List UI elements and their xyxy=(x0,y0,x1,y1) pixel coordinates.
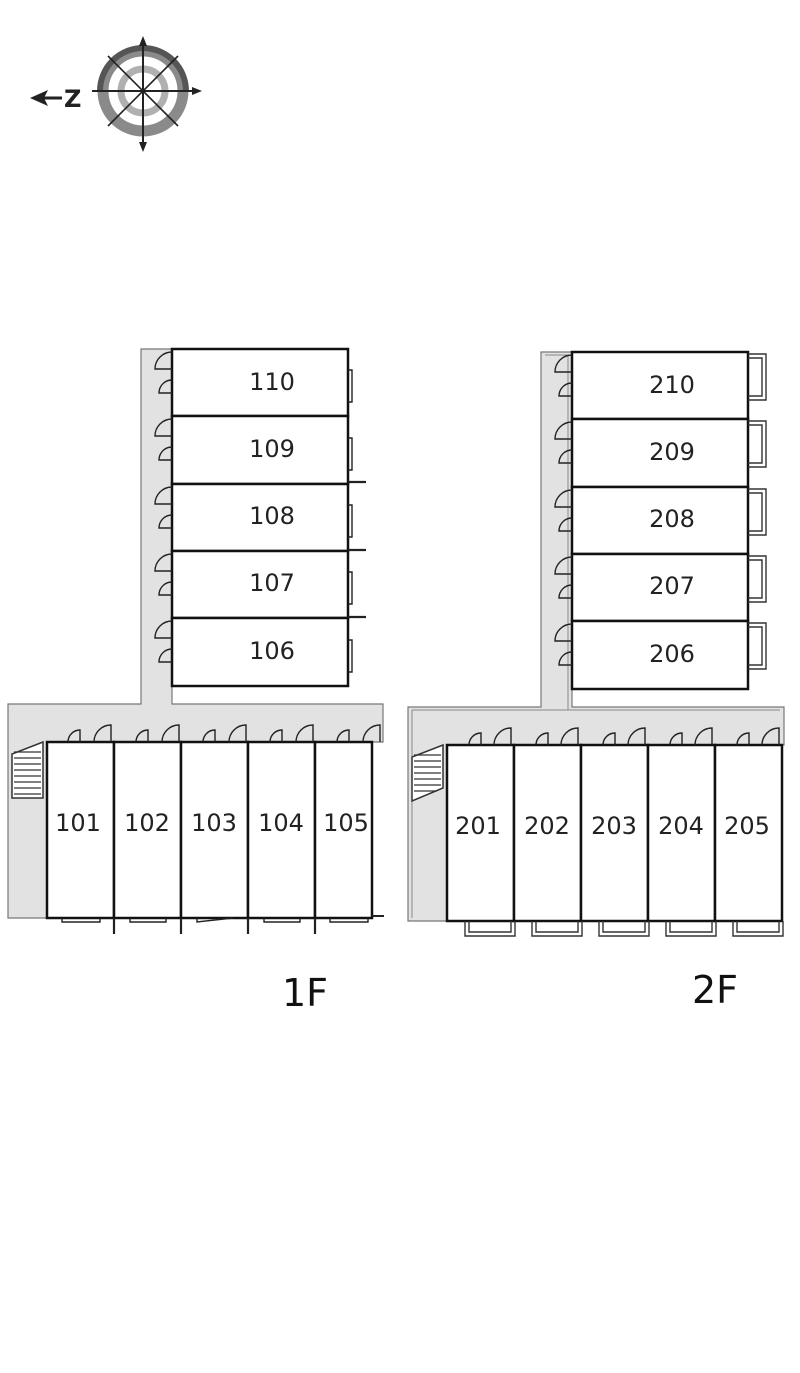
unit-1f-103: 103 xyxy=(179,740,250,920)
unit-2f-204: 204 xyxy=(646,743,717,923)
svg-text:208: 208 xyxy=(649,505,695,533)
svg-text:105: 105 xyxy=(323,809,369,837)
balconies-2f-south xyxy=(464,921,784,937)
floor-plan-1f: 110 109 108 107 106 xyxy=(7,347,384,1015)
compass-rose-icon: Z xyxy=(30,36,202,152)
floor-label-2f: 2F xyxy=(692,968,738,1012)
svg-text:104: 104 xyxy=(258,809,304,837)
svg-text:106: 106 xyxy=(249,637,295,665)
svg-text:205: 205 xyxy=(724,812,770,840)
floor-label-1f: 1F xyxy=(282,971,328,1015)
unit-1f-106: 106 xyxy=(170,616,350,688)
svg-text:203: 203 xyxy=(591,812,637,840)
unit-1f-102: 102 xyxy=(112,740,183,920)
unit-1f-101: 101 xyxy=(45,740,116,920)
svg-text:103: 103 xyxy=(191,809,237,837)
unit-2f-201: 201 xyxy=(445,743,516,923)
floor-plan-2f: 210 209 208 207 206 xyxy=(407,350,785,1012)
svg-text:110: 110 xyxy=(249,368,295,396)
north-letter: Z xyxy=(64,85,81,113)
door-swings-1f-row xyxy=(61,724,384,934)
unit-2f-203: 203 xyxy=(579,743,650,923)
svg-text:107: 107 xyxy=(249,569,295,597)
unit-1f-107: 107 xyxy=(170,549,350,620)
svg-text:204: 204 xyxy=(658,812,704,840)
svg-text:109: 109 xyxy=(249,435,295,463)
north-arrow-icon xyxy=(30,90,48,106)
svg-text:207: 207 xyxy=(649,572,695,600)
stairs-1f xyxy=(11,740,44,799)
unit-2f-208: 208 xyxy=(570,485,750,556)
unit-2f-205: 205 xyxy=(713,743,784,923)
door-swings-1f-branch xyxy=(154,351,366,673)
svg-text:102: 102 xyxy=(124,809,170,837)
svg-text:202: 202 xyxy=(524,812,570,840)
unit-2f-207: 207 xyxy=(570,552,750,623)
svg-text:210: 210 xyxy=(649,371,695,399)
unit-2f-209: 209 xyxy=(570,417,750,489)
unit-1f-105: 105 xyxy=(313,740,374,920)
balconies-2f-east xyxy=(748,353,767,670)
unit-1f-109: 109 xyxy=(170,414,350,486)
unit-1f-108: 108 xyxy=(170,482,350,553)
svg-text:201: 201 xyxy=(455,812,501,840)
unit-2f-202: 202 xyxy=(512,743,583,923)
svg-text:108: 108 xyxy=(249,502,295,530)
svg-text:101: 101 xyxy=(55,809,101,837)
svg-text:209: 209 xyxy=(649,438,695,466)
unit-1f-104: 104 xyxy=(246,740,317,920)
door-swings-2f-branch xyxy=(554,354,573,666)
svg-text:206: 206 xyxy=(649,640,695,668)
unit-1f-110: 110 xyxy=(170,347,350,418)
unit-2f-206: 206 xyxy=(570,619,750,691)
stairs-2f xyxy=(411,743,444,803)
unit-2f-210: 210 xyxy=(570,350,750,421)
door-swings-2f-row xyxy=(468,727,780,746)
